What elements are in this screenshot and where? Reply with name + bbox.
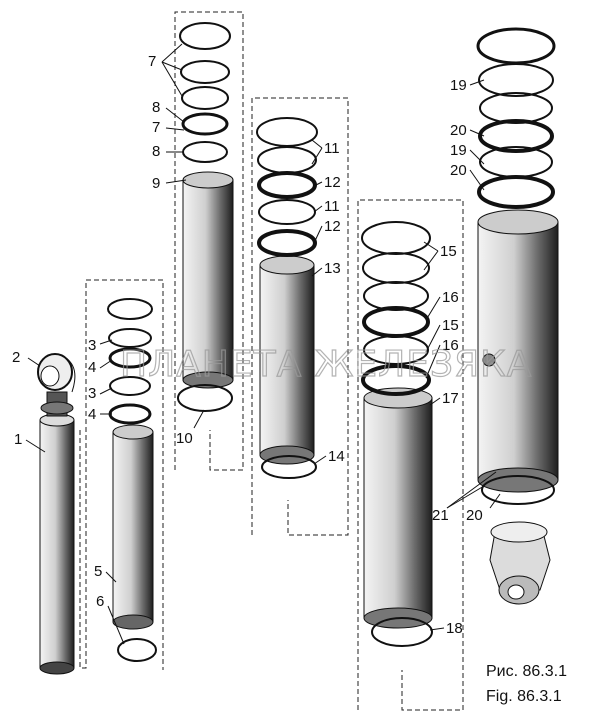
- callout-5: 5: [94, 563, 102, 580]
- callout-17: 17: [442, 390, 459, 407]
- callout-20: 20: [450, 122, 467, 139]
- callout-15: 15: [442, 317, 459, 334]
- callout-2: 2: [12, 349, 20, 366]
- leader-lines: [25, 43, 501, 645]
- cylinder-stage-5: [363, 387, 433, 629]
- callout-19: 19: [450, 142, 467, 159]
- callout-20: 20: [450, 162, 467, 179]
- assembly-dashed-lines: [79, 11, 464, 711]
- figure-caption-en: Fig. 86.3.1: [486, 688, 562, 705]
- callout-10: 10: [176, 430, 193, 447]
- seal-rings: [107, 22, 556, 662]
- callout-18: 18: [446, 620, 463, 637]
- callout-16: 16: [442, 289, 459, 306]
- watermark: ПЛАНЕТА ЖЕЛЕЗЯКА: [120, 344, 532, 385]
- cylinder-outer: [477, 209, 559, 605]
- cylinder-stage-3: [182, 171, 234, 389]
- callout-6: 6: [96, 593, 104, 610]
- callout-9: 9: [152, 175, 160, 192]
- callout-13: 13: [324, 260, 341, 277]
- cylinder-stage-1: [37, 353, 76, 675]
- callout-11: 11: [324, 140, 340, 157]
- callout-12: 12: [324, 174, 341, 191]
- callout-3: 3: [88, 337, 96, 354]
- callout-21: 21: [432, 507, 449, 524]
- callout-16: 16: [442, 337, 459, 354]
- callout-12: 12: [324, 218, 341, 235]
- figure-caption-ru: Рис. 86.3.1: [486, 663, 567, 680]
- callout-3: 3: [88, 385, 96, 402]
- callout-8: 8: [152, 99, 160, 116]
- callout-8: 8: [152, 143, 160, 160]
- cylinder-stage-4: [259, 255, 315, 465]
- callout-14: 14: [328, 448, 345, 465]
- callout-1: 1: [14, 431, 22, 448]
- cylinder-stage-2: [112, 424, 154, 630]
- cylinder-bodies: [37, 171, 559, 675]
- callout-labels: 1 2 3 4 3 4 5 6 7 8 7 8 9 10 11 12 11 12…: [12, 53, 483, 637]
- callout-4: 4: [88, 406, 96, 423]
- callout-7: 7: [148, 53, 156, 70]
- callout-11: 11: [324, 198, 340, 215]
- callout-20: 20: [466, 507, 483, 524]
- callout-15: 15: [440, 243, 457, 260]
- callout-7: 7: [152, 119, 160, 136]
- callout-4: 4: [88, 359, 96, 376]
- callout-19: 19: [450, 77, 467, 94]
